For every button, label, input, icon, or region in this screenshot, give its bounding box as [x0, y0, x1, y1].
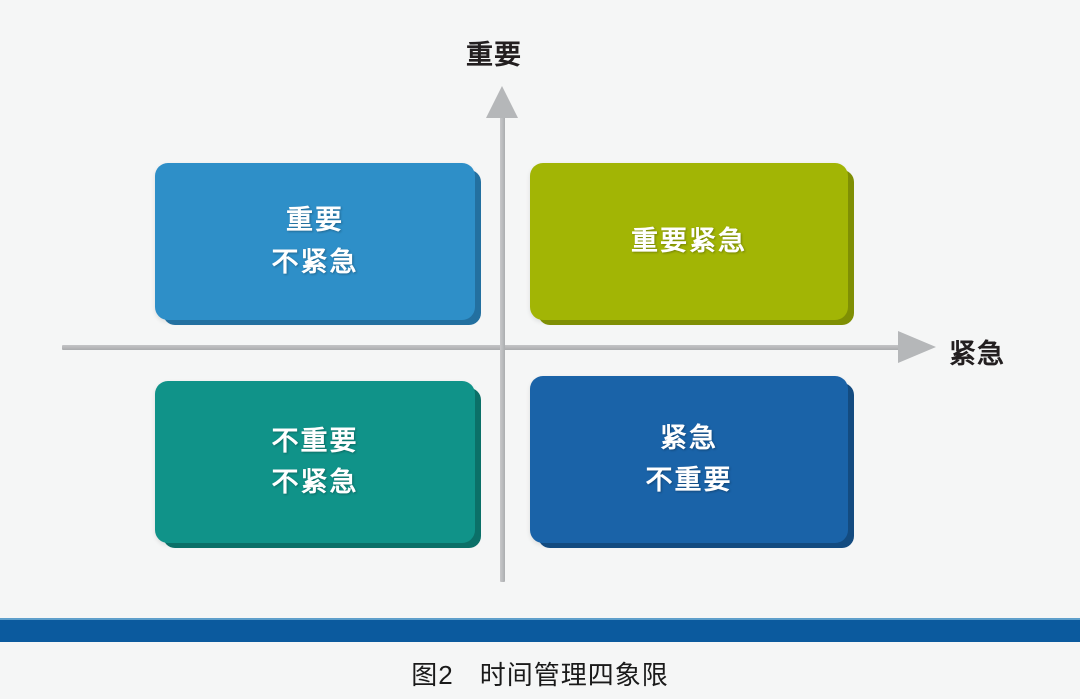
- figure-caption-number: 图2: [411, 660, 454, 690]
- quadrant-not-important-not-urgent[interactable]: 不重要 不紧急: [155, 381, 475, 543]
- vertical-axis-label: 重要: [466, 40, 522, 70]
- quadrant-label-line: 不紧急: [271, 246, 359, 277]
- vertical-axis-arrow-icon: [486, 86, 518, 118]
- figure-caption: 图2 时间管理四象限: [0, 655, 1080, 692]
- horizontal-axis-line: [62, 345, 917, 350]
- quadrant-urgent-not-important[interactable]: 紧急 不重要: [530, 376, 848, 543]
- horizontal-axis-label: 紧急: [949, 339, 1005, 369]
- quadrant-label-line: 不重要: [645, 464, 733, 495]
- figure-caption-title: 时间管理四象限: [479, 660, 669, 690]
- quadrant-important-urgent[interactable]: 重要紧急: [530, 163, 848, 320]
- horizontal-axis-arrow-icon: [898, 331, 936, 363]
- quadrant-important-not-urgent[interactable]: 重要 不紧急: [155, 163, 475, 320]
- vertical-axis-line: [500, 112, 505, 582]
- quadrant-label-line: 不紧急: [271, 467, 359, 497]
- quadrant-label-line: 不重要: [271, 425, 359, 456]
- quadrant-label-line: 紧急: [660, 423, 718, 454]
- quadrant-label-line: 重要: [286, 205, 344, 236]
- page-divider-bar: [0, 618, 1080, 642]
- quadrant-label-line: 重要紧急: [631, 225, 747, 256]
